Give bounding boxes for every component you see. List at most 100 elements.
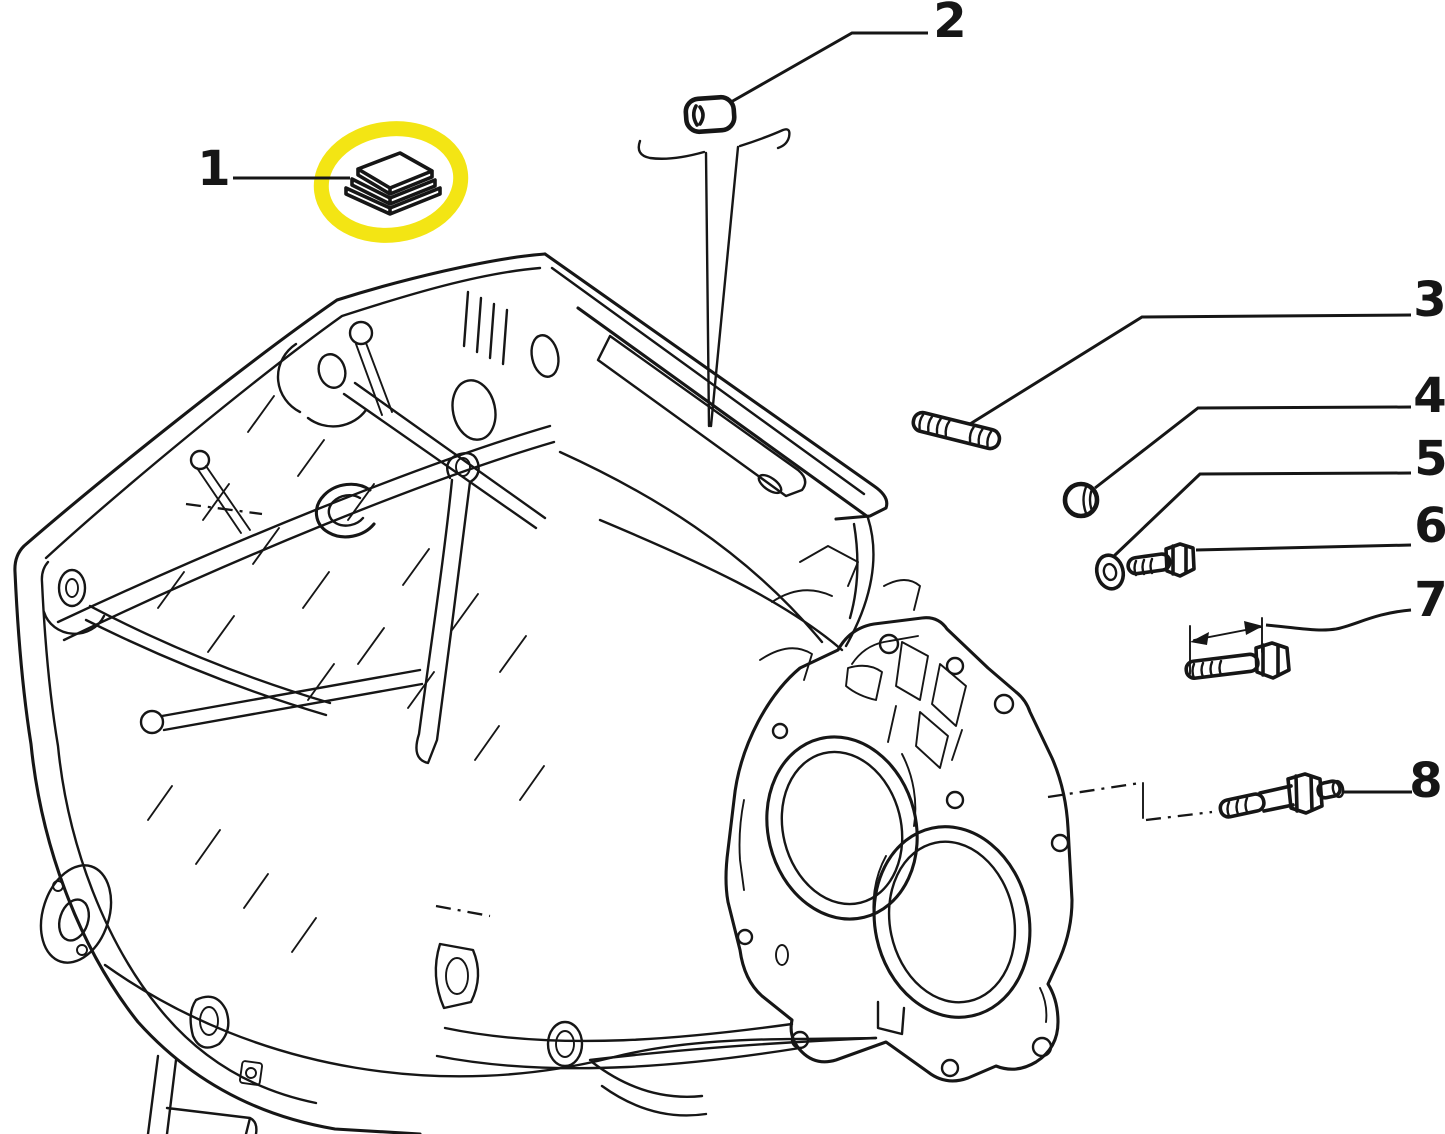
dimension-arrowhead-right <box>1244 621 1263 635</box>
flange-bolt-hole <box>945 790 965 810</box>
callout-number-6: 6 <box>1414 498 1445 554</box>
strut <box>415 452 480 765</box>
washer-outer <box>1094 553 1126 591</box>
pin-boss <box>348 320 374 346</box>
rib-pair <box>160 668 424 732</box>
mount-pad <box>39 864 113 964</box>
leader-7 <box>1265 608 1412 632</box>
end-flange-face <box>724 616 1074 1083</box>
boss-hole <box>555 1030 575 1058</box>
flange-bolt-hole <box>1031 1036 1053 1058</box>
stud-threads <box>918 413 993 448</box>
face-slot-inner <box>327 494 365 527</box>
rail-outline <box>543 252 889 521</box>
bolt-hex-head <box>1164 542 1196 578</box>
mount-pad-hole <box>57 898 91 942</box>
rail-hole <box>451 379 497 441</box>
strut-eye-hole <box>455 457 471 477</box>
plug-hatch <box>1082 485 1094 515</box>
bell-inner-contour <box>40 266 542 1105</box>
flange-outline <box>724 616 1074 1083</box>
barrel-lines <box>558 450 878 1062</box>
shim-middle-plate <box>350 177 437 206</box>
bolt-shaft <box>1126 552 1172 576</box>
input-bore-outer <box>765 735 919 921</box>
stud-tip <box>1331 779 1345 799</box>
stud-threads <box>1226 796 1249 818</box>
pin-stem <box>355 342 393 416</box>
dimension-arrowhead-left <box>1190 632 1209 645</box>
part-2-bushing <box>637 94 791 428</box>
part-1-shim-pack <box>344 151 442 216</box>
rail-rib-ticks <box>462 290 509 366</box>
bolt-hex-head <box>1254 641 1291 680</box>
part-6-bolt <box>1126 542 1196 578</box>
flange-inner-contour <box>738 635 1048 1023</box>
bore-keyway-notch <box>876 1000 906 1036</box>
small-pad-hole <box>245 1067 257 1079</box>
funnel-collar <box>637 128 791 160</box>
boss-arcs <box>276 342 368 428</box>
length-dimension <box>1189 617 1263 675</box>
callout-number-8: 8 <box>1409 753 1442 809</box>
flange-bolt-hole <box>940 1058 960 1078</box>
callout-number-7: 7 <box>1414 572 1445 628</box>
bottom-rim-band <box>103 963 878 1078</box>
leader-5 <box>1112 471 1412 558</box>
part-4-plug <box>1062 481 1100 519</box>
assembly-center-line <box>1047 781 1213 822</box>
flange-oval-hole <box>775 944 789 966</box>
rail-inner-panel <box>596 334 807 498</box>
boss-teardrop <box>434 942 480 1010</box>
shim-top-plate <box>356 151 434 196</box>
stud-threaded-end <box>1218 792 1266 819</box>
flange-bolt-hole <box>736 928 754 946</box>
input-bore-inner <box>780 750 904 906</box>
diff-bore-outer <box>872 825 1032 1019</box>
plug-body <box>1062 481 1100 519</box>
stud-body <box>911 410 1002 451</box>
shim-bottom-plate <box>344 186 442 216</box>
bottom-lug <box>146 1054 708 1134</box>
part-5-washer <box>1094 553 1126 591</box>
boss-hole <box>57 568 87 608</box>
callout-number-5: 5 <box>1414 431 1445 487</box>
rail-hole <box>530 334 560 378</box>
stud-shaft <box>1258 784 1295 813</box>
flange-bolt-hole <box>771 722 789 740</box>
flange-bolt-hole <box>945 656 965 676</box>
flange-web-pockets <box>845 641 967 769</box>
funnel-spike <box>704 145 740 428</box>
bushing-body <box>683 94 737 135</box>
callout-number-3: 3 <box>1413 272 1445 328</box>
callouts: 1 2 3 4 5 6 7 8 <box>197 0 1445 809</box>
boss-hole <box>317 353 347 389</box>
hidden-line <box>185 502 491 918</box>
callout-number-1: 1 <box>197 141 230 197</box>
bolt-threads <box>1133 557 1154 577</box>
pin-stem-2 <box>196 465 251 534</box>
boss-hole <box>445 957 469 995</box>
flange-bolt-hole <box>790 1030 810 1050</box>
pin-boss-2 <box>189 449 211 471</box>
callout-number-4: 4 <box>1413 368 1445 424</box>
bell-housing <box>13 252 878 1134</box>
leader-3 <box>969 313 1412 426</box>
face-slot-outer <box>314 482 376 539</box>
bore-ring-arc <box>901 753 917 827</box>
part-7-bolt <box>1184 617 1291 680</box>
pad-bolt-hole <box>52 880 64 892</box>
stud-tip-threads <box>1316 779 1342 800</box>
part-8-stud <box>1047 772 1345 822</box>
part-1-highlight-circle <box>313 121 469 243</box>
pin-boss-3 <box>139 709 165 735</box>
diff-bore-inner <box>887 840 1017 1004</box>
leader-6 <box>1195 543 1412 552</box>
stud-hex-nut <box>1286 772 1324 815</box>
flange-bolt-hole <box>1050 833 1070 853</box>
small-pad <box>239 1060 263 1086</box>
boss-ring <box>546 1020 584 1068</box>
washer-inner <box>1102 562 1118 582</box>
leader-4 <box>1094 405 1412 490</box>
